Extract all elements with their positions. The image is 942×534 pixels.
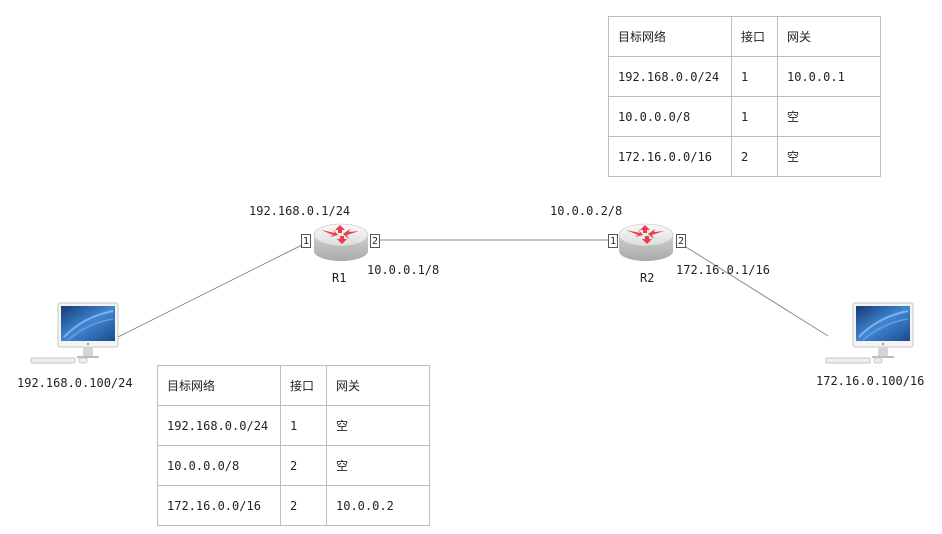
r2-port-2[interactable]: 2 [676, 234, 686, 248]
table-row: 192.168.0.0/24 1 空 [157, 405, 430, 446]
cell-destination: 10.0.0.0/8 [608, 96, 732, 137]
r1-port-2[interactable]: 2 [370, 234, 380, 248]
header-destination: 目标网络 [608, 16, 732, 57]
router-r1-icon[interactable] [313, 223, 369, 261]
header-interface: 接口 [280, 365, 327, 406]
cell-gateway: 空 [326, 445, 430, 486]
table-row: 172.16.0.0/16 2 10.0.0.2 [157, 485, 430, 526]
r2-right-ip: 172.16.0.1/16 [676, 263, 770, 277]
routing-table-r1: 目标网络 接口 网关 192.168.0.0/24 1 空 10.0.0.0/8… [157, 365, 430, 526]
table-header-row: 目标网络 接口 网关 [157, 365, 430, 406]
cell-gateway: 空 [777, 96, 881, 137]
header-destination: 目标网络 [157, 365, 281, 406]
cell-gateway: 10.0.0.1 [777, 56, 881, 97]
table-row: 192.168.0.0/24 1 10.0.0.1 [608, 56, 881, 97]
cell-interface: 2 [280, 485, 327, 526]
table-row: 172.16.0.0/16 2 空 [608, 136, 881, 177]
routing-table-r2: 目标网络 接口 网关 192.168.0.0/24 1 10.0.0.1 10.… [608, 16, 881, 177]
host2-ip: 172.16.0.100/16 [816, 374, 925, 388]
cell-gateway: 空 [777, 136, 881, 177]
r1-port-1[interactable]: 1 [301, 234, 311, 248]
table-header-row: 目标网络 接口 网关 [608, 16, 881, 57]
cell-interface: 2 [280, 445, 327, 486]
cell-destination: 192.168.0.0/24 [157, 405, 281, 446]
cell-gateway: 10.0.0.2 [326, 485, 430, 526]
host1-ip: 192.168.0.100/24 [17, 376, 133, 390]
header-gateway: 网关 [777, 16, 881, 57]
r2-name: R2 [640, 271, 655, 285]
cell-interface: 1 [280, 405, 327, 446]
header-interface: 接口 [731, 16, 778, 57]
cell-interface: 1 [731, 56, 778, 97]
router-r2-icon[interactable] [618, 223, 674, 261]
r2-left-ip: 10.0.0.2/8 [550, 204, 623, 218]
r1-left-ip: 192.168.0.1/24 [249, 204, 351, 218]
cell-destination: 172.16.0.0/16 [608, 136, 732, 177]
header-gateway: 网关 [326, 365, 430, 406]
r1-right-ip: 10.0.0.1/8 [367, 263, 440, 277]
r1-name: R1 [332, 271, 347, 285]
link-host1-r1 [117, 244, 303, 338]
computer-icon-host1[interactable] [30, 302, 119, 364]
cell-destination: 172.16.0.0/16 [157, 485, 281, 526]
r2-port-1[interactable]: 1 [608, 234, 618, 248]
cell-destination: 192.168.0.0/24 [608, 56, 732, 97]
computer-icon-host2[interactable] [825, 302, 914, 364]
cell-destination: 10.0.0.0/8 [157, 445, 281, 486]
cell-interface: 2 [731, 136, 778, 177]
cell-interface: 1 [731, 96, 778, 137]
cell-gateway: 空 [326, 405, 430, 446]
table-row: 10.0.0.0/8 2 空 [157, 445, 430, 486]
link-r2-host2 [685, 246, 829, 337]
table-row: 10.0.0.0/8 1 空 [608, 96, 881, 137]
